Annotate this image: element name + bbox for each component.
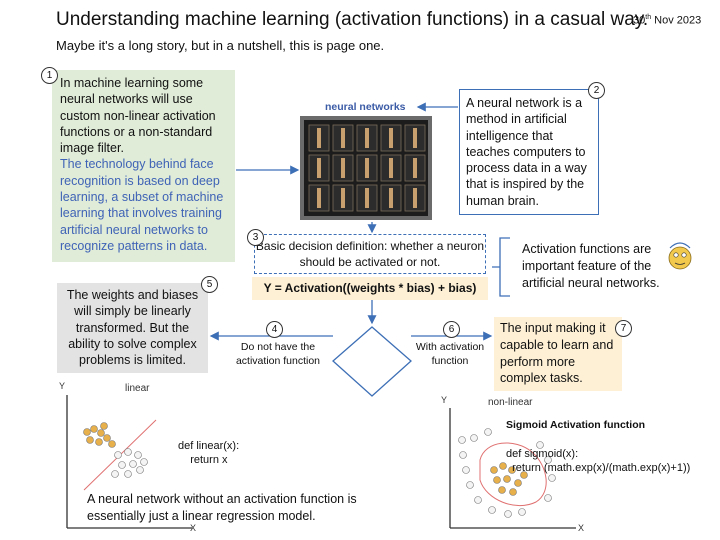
decision-diamond [332, 326, 412, 397]
nonlinear-class-a [490, 462, 528, 496]
page-subtitle: Maybe it's a long story, but in a nutshe… [56, 38, 385, 53]
decision-definition-box: Basic decision definition: whether a neu… [254, 234, 486, 274]
step-number-1: 1 [41, 67, 58, 84]
intro-text: In machine learning some neural networks… [60, 76, 216, 156]
nonlinear-plot-label: non-linear [488, 397, 533, 408]
thinking-face-icon [668, 242, 692, 270]
step-number-7: 7 [615, 320, 632, 337]
nonlinear-class-b [458, 428, 556, 518]
step-number-4: 4 [266, 321, 283, 338]
step-number-3: 3 [247, 229, 264, 246]
date-day: 30 [633, 14, 646, 27]
linear-code: def linear(x): return x [178, 440, 240, 466]
linear-outcome-box: The weights and biases will simply be li… [57, 283, 208, 373]
linear-y-label: Y [59, 381, 66, 391]
linear-plot-label: linear [125, 383, 150, 394]
sigmoid-title: Sigmoid Activation function [506, 419, 646, 431]
neural-networks-label: neural networks [325, 101, 406, 113]
linear-class-a [83, 422, 116, 448]
activation-formula: Y = Activation((weights * bias) + bias) [252, 277, 488, 300]
page-date: 30th Nov 2023 [633, 14, 701, 27]
server-rack-image [300, 116, 432, 220]
face-recognition-text: The technology behind face recognition i… [60, 157, 224, 253]
activation-note: Activation functions are important featu… [522, 242, 660, 290]
date-rest: Nov 2023 [651, 14, 702, 27]
nonlinear-boundary [479, 442, 547, 507]
nonlinear-outcome-box: The input making it capable to learn and… [494, 317, 622, 391]
step-number-5: 5 [201, 276, 218, 293]
sigmoid-code: def sigmoid(x): return (math.exp(x)/(mat… [506, 448, 691, 474]
date-suffix: th [645, 14, 652, 21]
linear-class-b [111, 448, 148, 478]
nonlinear-x-label: X [578, 523, 585, 533]
no-activation-label: Do not have the activation function [235, 341, 321, 367]
linear-regression-note: A neural network without an activation f… [87, 492, 357, 523]
step-number-2: 2 [588, 82, 605, 99]
definition-box: A neural network is a method in artifici… [459, 89, 599, 215]
intro-box: In machine learning some neural networks… [52, 70, 235, 262]
bracket-activation [492, 237, 510, 297]
nonlinear-y-label: Y [441, 395, 448, 405]
linear-x-label: X [190, 523, 197, 533]
step-number-6: 6 [443, 321, 460, 338]
page-title: Understanding machine learning (activati… [56, 9, 649, 30]
with-activation-label: With activation function [415, 341, 485, 367]
